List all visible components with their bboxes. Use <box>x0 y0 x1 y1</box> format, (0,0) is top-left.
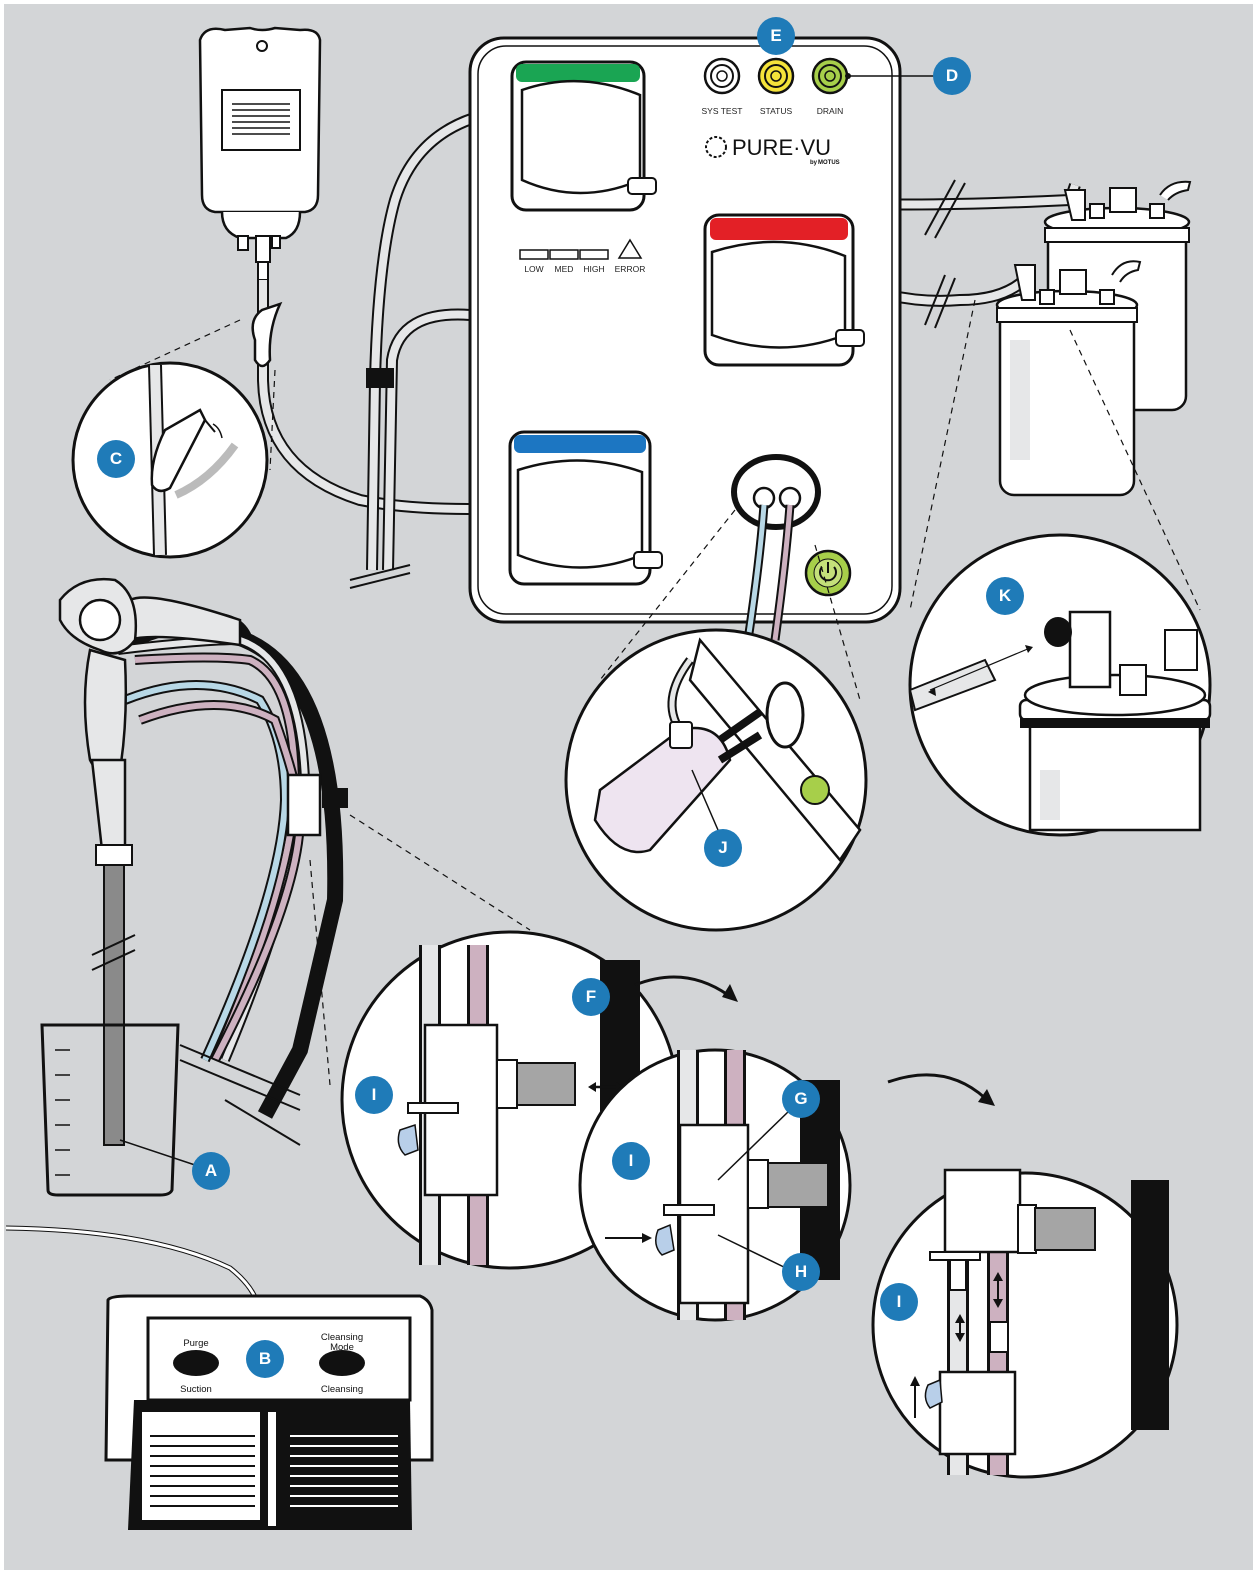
suction-canister-front <box>997 261 1140 495</box>
callout-b-text: B <box>259 1349 271 1369</box>
callout-f-text: F <box>586 987 596 1007</box>
callout-a-text: A <box>205 1161 217 1181</box>
callout-e-text: E <box>770 26 781 46</box>
purge-button[interactable] <box>173 1350 219 1376</box>
tube-clamp <box>366 368 394 388</box>
brand-name: PURE·VU <box>732 135 831 160</box>
indicator-med: MED <box>555 264 574 274</box>
pump-green[interactable] <box>512 62 656 210</box>
callout-c-text: C <box>110 449 122 469</box>
brand-by: by <box>810 160 818 166</box>
detail-circle-connector-3 <box>873 1170 1177 1477</box>
brand-sub: MOTUS <box>818 160 840 166</box>
pump-blue[interactable] <box>510 432 662 584</box>
callout-g-text: G <box>794 1089 807 1109</box>
detail-circle-j <box>566 630 866 930</box>
callout-i-1-text: I <box>372 1085 377 1105</box>
callout-i-3: I <box>880 1283 918 1321</box>
callout-k: K <box>986 577 1024 615</box>
callout-i-3-text: I <box>897 1292 902 1312</box>
callout-j: J <box>704 829 742 867</box>
indicator-low: LOW <box>524 264 543 274</box>
detail-circle-k <box>910 535 1210 835</box>
callout-i-2: I <box>612 1142 650 1180</box>
callout-d-text: D <box>946 66 958 86</box>
footswitch: Purge Suction Cleansing Mode Cleansing <box>106 1296 432 1530</box>
cleansing-mode-label-2: Mode <box>330 1342 354 1353</box>
callout-e: E <box>757 17 795 55</box>
pump-red[interactable] <box>705 215 864 365</box>
sys-test-button[interactable] <box>705 59 739 93</box>
callout-a: A <box>192 1152 230 1190</box>
status-button[interactable] <box>759 59 793 93</box>
callout-i-2-text: I <box>629 1151 634 1171</box>
purge-label: Purge <box>183 1338 208 1349</box>
callout-c: C <box>97 440 135 478</box>
callout-f: F <box>572 978 610 1016</box>
cleansing-label: Cleansing <box>321 1384 363 1395</box>
callout-h: H <box>782 1253 820 1291</box>
callout-i-1: I <box>355 1076 393 1114</box>
drain-button[interactable] <box>813 59 847 93</box>
callout-j-text: J <box>718 838 727 858</box>
status-label: STATUS <box>760 106 793 116</box>
callout-g: G <box>782 1080 820 1118</box>
callout-k-text: K <box>999 586 1011 606</box>
callout-h-text: H <box>795 1262 807 1282</box>
callout-d: D <box>933 57 971 95</box>
drain-label: DRAIN <box>817 106 843 116</box>
console-buttons: SYS TEST STATUS DRAIN <box>702 59 847 116</box>
sys-test-label: SYS TEST <box>702 106 743 116</box>
scope-connector-port[interactable] <box>734 457 818 527</box>
indicator-high: HIGH <box>583 264 604 274</box>
cleansing-mode-button[interactable] <box>319 1350 365 1376</box>
suction-label: Suction <box>180 1384 212 1395</box>
callout-b: B <box>246 1340 284 1378</box>
indicator-error: ERROR <box>615 264 646 274</box>
